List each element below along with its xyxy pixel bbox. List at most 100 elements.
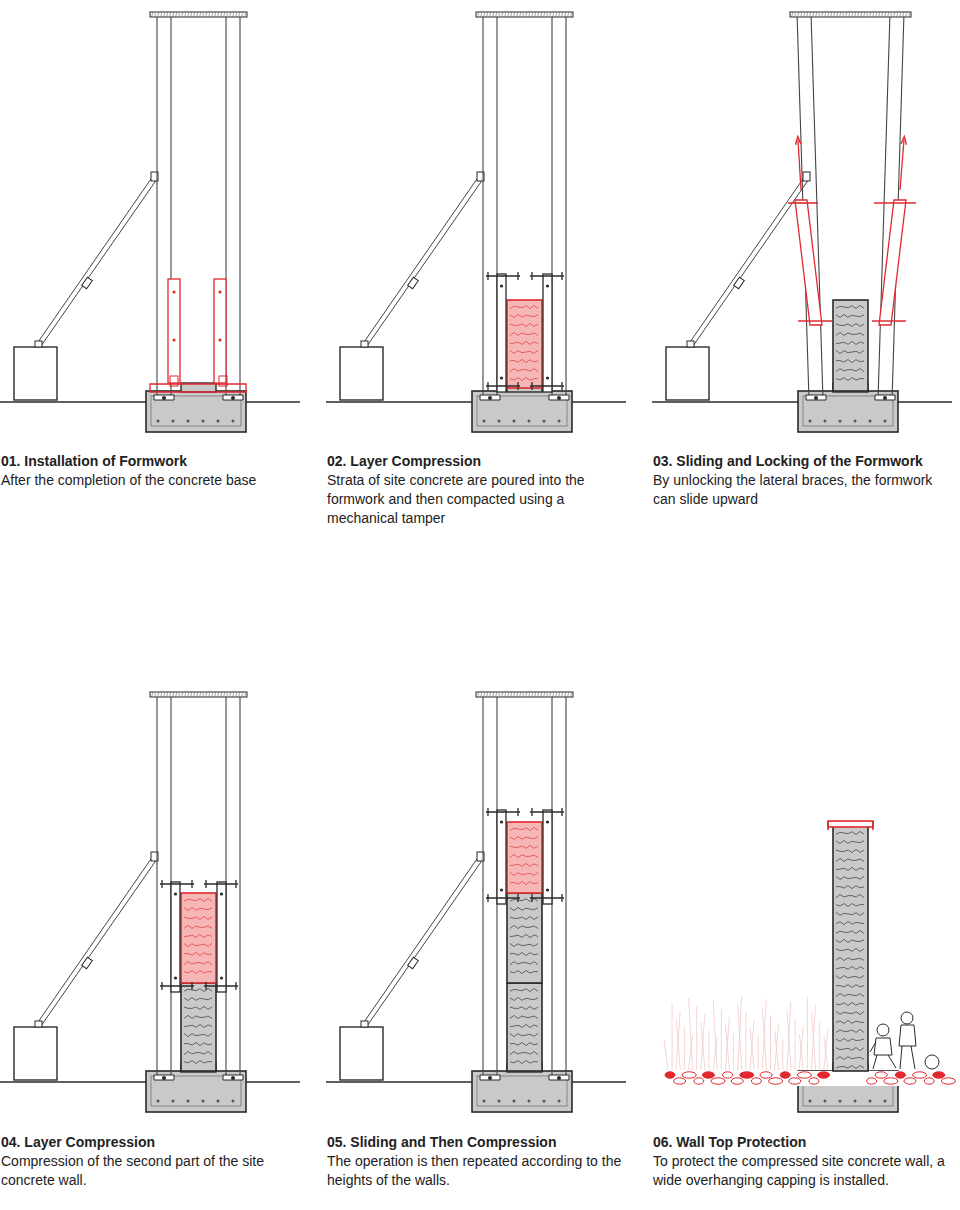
grass-stroke <box>807 997 808 1070</box>
plate-pin <box>218 338 221 341</box>
thread <box>493 692 495 697</box>
child-body <box>899 1025 916 1046</box>
compaction-stroke <box>510 863 538 866</box>
grass-stroke <box>701 1022 705 1070</box>
brace-bolt <box>487 808 488 816</box>
thread <box>218 692 220 697</box>
thread <box>550 692 552 697</box>
thread <box>221 692 223 697</box>
thread <box>831 12 833 17</box>
thread <box>532 692 534 697</box>
paving-stone <box>682 1072 696 1078</box>
compaction-stroke <box>510 836 538 839</box>
thread <box>517 692 519 697</box>
thread <box>523 692 525 697</box>
child-leg <box>911 1046 915 1069</box>
diagonal-brace <box>362 176 479 345</box>
compaction-stroke <box>836 1029 864 1032</box>
rebar-dot <box>869 1100 872 1103</box>
thread <box>517 12 519 17</box>
formwork-plate <box>879 200 906 325</box>
thread <box>499 692 501 697</box>
step-caption: 02. Layer CompressionStrata of site conc… <box>327 452 629 528</box>
plate-pin <box>220 892 223 895</box>
step-caption: 04. Layer CompressionCompression of the … <box>1 1133 303 1190</box>
compaction-stroke <box>836 840 864 843</box>
thread <box>846 12 848 17</box>
slide-arrow <box>798 140 801 190</box>
plate-pin <box>220 976 223 979</box>
rebar-dot <box>232 420 235 423</box>
thread <box>867 12 869 17</box>
thread <box>882 12 884 17</box>
rebar-dot <box>172 1100 175 1103</box>
formwork-plate <box>795 200 822 325</box>
thread <box>520 692 522 697</box>
grass-stroke <box>696 1006 697 1070</box>
thread <box>170 12 172 17</box>
paving-stone <box>751 1078 761 1084</box>
thread <box>203 12 205 17</box>
thread <box>233 692 235 697</box>
compaction-stroke <box>836 993 864 996</box>
thread <box>810 12 812 17</box>
compaction-stroke <box>510 350 538 353</box>
thread <box>194 12 196 17</box>
thread <box>550 12 552 17</box>
thread <box>505 692 507 697</box>
grass-stroke <box>726 1025 730 1070</box>
lateral-brace <box>486 275 520 277</box>
rammed-wall-layer <box>507 893 542 983</box>
compaction-stroke <box>510 962 538 965</box>
thread <box>553 12 555 17</box>
grass-stroke <box>787 1002 791 1070</box>
threaded-rod <box>150 692 247 697</box>
paving-stone <box>933 1072 945 1078</box>
child-body <box>874 1038 892 1055</box>
plate-pin <box>218 290 221 293</box>
thread <box>571 692 573 697</box>
thread <box>206 692 208 697</box>
formwork-seat <box>150 384 246 392</box>
diagonal-brace <box>41 859 157 1026</box>
thread <box>511 12 513 17</box>
rebar-dot <box>217 1100 220 1103</box>
thread <box>478 692 480 697</box>
brace-foot <box>35 1021 42 1027</box>
brace-foot <box>361 1021 368 1027</box>
formwork-plate <box>543 274 552 392</box>
thread <box>855 12 857 17</box>
brace-bolt <box>561 382 562 390</box>
anchor-block <box>340 347 383 400</box>
thread <box>182 692 184 697</box>
panel-illustration <box>664 821 955 1112</box>
thread <box>239 692 241 697</box>
rebar-dot <box>157 420 160 423</box>
compaction-stroke <box>836 1047 864 1050</box>
rebar-dot <box>483 420 486 423</box>
thread <box>849 12 851 17</box>
thread <box>481 692 483 697</box>
thread <box>215 692 217 697</box>
thread <box>538 12 540 17</box>
rebar-dot <box>187 420 190 423</box>
thread <box>203 692 205 697</box>
grass-stroke <box>824 1029 828 1070</box>
grass-stroke <box>750 1028 754 1070</box>
step-description: After the completion of the concrete bas… <box>1 471 303 490</box>
paving-stone <box>913 1072 927 1078</box>
pole-pin <box>488 396 492 400</box>
thread <box>176 12 178 17</box>
grass-stroke <box>782 1039 783 1070</box>
brace-bolt <box>191 982 192 990</box>
thread <box>508 692 510 697</box>
plate-pin <box>500 888 503 891</box>
rebar-dot <box>513 420 516 423</box>
thread <box>499 12 501 17</box>
thread <box>837 12 839 17</box>
rammed-wall-layer <box>507 300 542 388</box>
concrete-base <box>798 391 898 432</box>
thread <box>523 12 525 17</box>
rebar-dot <box>824 1100 827 1103</box>
compaction-stroke <box>184 952 212 955</box>
